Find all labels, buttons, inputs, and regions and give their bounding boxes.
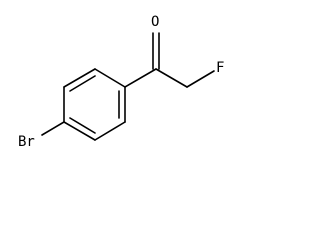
chemical-structure-diagram: O F Br [18,14,224,150]
oxygen-atom-label: O [151,14,159,30]
ring-bond-c4-c5 [63,121,96,141]
bond-carbonyl-ch2 [155,68,188,88]
bond-ring-bromine [41,121,65,136]
ring-bond-c1-c2 [94,68,126,88]
ring-double-bond-inner-2 [69,117,96,134]
bond-ch2-fluorine [186,70,215,88]
benzene-ring [63,68,126,141]
bromine-atom-label: Br [18,134,35,150]
ring-bond-c2-c3 [63,68,96,88]
carbonyl-double-bond [152,32,160,70]
ring-double-bond-inner-1 [69,75,96,92]
fluorine-atom-label: F [216,60,224,76]
bond-ring-carbonyl [124,68,157,88]
ring-bond-c5-c6 [94,121,126,141]
